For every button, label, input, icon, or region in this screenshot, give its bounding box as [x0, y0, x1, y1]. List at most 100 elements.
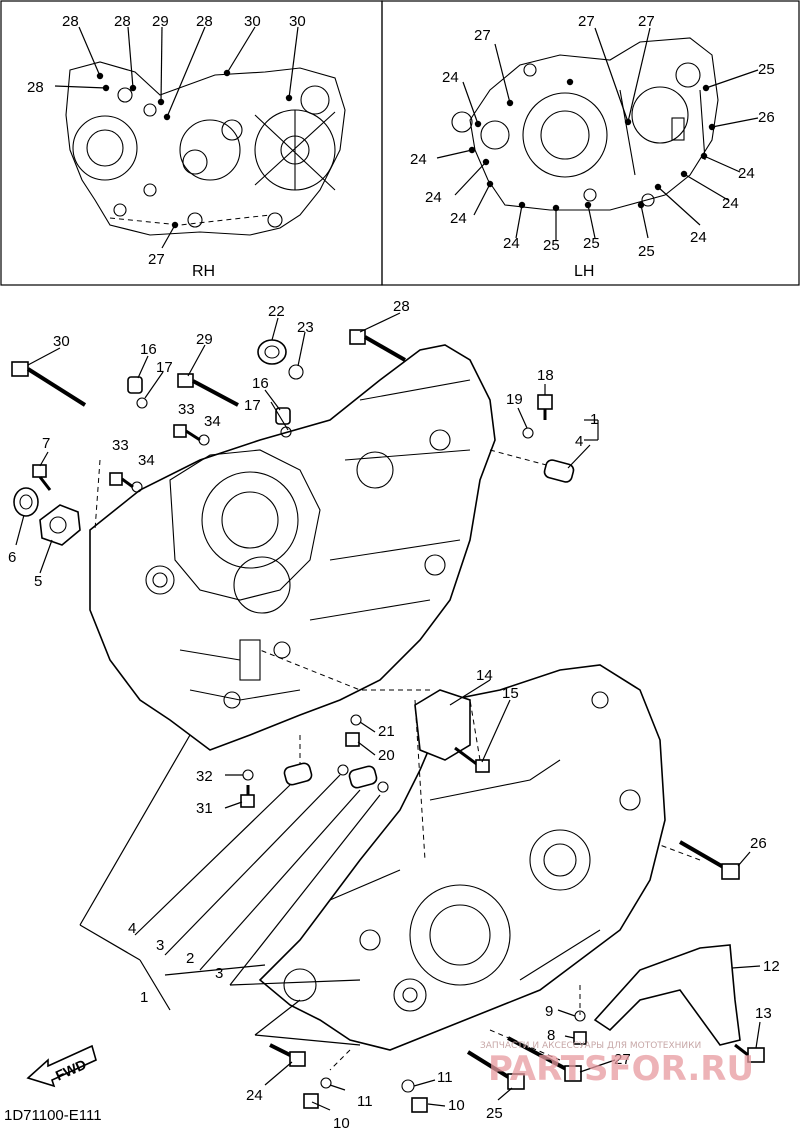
callout-34-lower: 34 — [138, 452, 155, 469]
lh-callout-24h: 24 — [738, 165, 755, 182]
callout-23: 23 — [297, 319, 314, 336]
washer-34-lower — [131, 481, 143, 493]
lh-callout-24g: 24 — [722, 195, 739, 212]
callout-34-upper: 34 — [204, 413, 221, 430]
callout-28: 28 — [393, 298, 410, 315]
rh-callout-27: 27 — [148, 251, 165, 268]
lh-callout-24f: 24 — [690, 229, 707, 246]
crankcase-rh-half — [89, 344, 496, 751]
callout-29: 29 — [196, 331, 213, 348]
rh-bearing-ring — [72, 115, 138, 181]
callout-11-left: 11 — [357, 1093, 373, 1110]
callout-1-lower: 1 — [140, 989, 148, 1006]
lh-crank-bore — [409, 884, 511, 986]
washer-11-right — [401, 1079, 415, 1093]
callout-31: 31 — [196, 800, 213, 817]
fwd-label: FWD — [53, 1056, 89, 1084]
callout-25: 25 — [486, 1105, 503, 1122]
o-ring-3 — [377, 781, 389, 793]
callout-19: 19 — [506, 391, 523, 408]
drain-bolt-10-right — [411, 1097, 428, 1113]
callout-24: 24 — [246, 1087, 263, 1104]
bolt-29 — [177, 373, 239, 407]
bolt-30 — [11, 361, 87, 407]
watermark-logo: PARTSFOR.RU — [488, 1049, 754, 1089]
lh-callout-25a: 25 — [758, 61, 775, 78]
bolt-15 — [454, 746, 490, 773]
bolt-26 — [678, 840, 740, 880]
callout-1-top: 1 — [590, 411, 598, 428]
rh-callout-29: 29 — [152, 13, 169, 30]
rh-callout-30b: 30 — [289, 13, 306, 30]
inset-rh-frame — [0, 0, 383, 286]
inset-lh: 27 27 27 25 26 24 24 24 24 24 24 24 24 2… — [381, 0, 800, 286]
washer-19 — [522, 427, 534, 439]
callout-20: 20 — [378, 747, 395, 764]
callout-18: 18 — [537, 367, 554, 384]
callout-26: 26 — [750, 835, 767, 852]
rh-leaders — [54, 26, 299, 249]
forward-arrow-icon: FWD — [26, 1044, 97, 1088]
washer-32 — [242, 769, 254, 781]
rh-bolt-dots — [96, 69, 293, 229]
lh-bolt-dots — [468, 78, 716, 212]
rh-center-bore — [179, 119, 241, 181]
callout-33-upper: 33 — [178, 401, 195, 418]
cover-12 — [593, 944, 741, 1046]
callout-9: 9 — [545, 1003, 553, 1020]
rh-case-outline — [65, 61, 346, 236]
lh-callout-24e: 24 — [503, 235, 520, 252]
retainer-5 — [39, 504, 81, 546]
rh-cylinder-mount — [169, 449, 321, 601]
dowel-pin-3 — [348, 765, 378, 789]
bolt-31 — [240, 785, 255, 808]
callout-13: 13 — [755, 1005, 772, 1022]
oil-seal-6 — [13, 487, 39, 517]
bolt-28 — [349, 329, 406, 362]
lh-callout-25b: 25 — [543, 237, 560, 254]
lh-callout-24c: 24 — [425, 189, 442, 206]
oil-seal-22 — [257, 339, 287, 365]
plug-18 — [537, 394, 553, 420]
callout-32: 32 — [196, 768, 213, 785]
rh-callout-28b: 28 — [114, 13, 131, 30]
lh-callout-24d: 24 — [450, 210, 467, 227]
callout-21: 21 — [378, 723, 395, 740]
lh-callout-24a: 24 — [442, 69, 459, 86]
rh-callout-30a: 30 — [244, 13, 261, 30]
callout-27: 27 — [614, 1051, 631, 1068]
callout-17-left: 17 — [156, 359, 173, 376]
crankcase-lh-half — [258, 664, 666, 1051]
callout-10-right: 10 — [448, 1097, 465, 1114]
callout-4-lower: 4 — [128, 920, 136, 937]
diagram-code: 1D71100-E111 — [4, 1107, 102, 1124]
bolt-27 — [507, 1036, 582, 1082]
callout-14: 14 — [476, 667, 493, 684]
inset-lh-frame — [381, 0, 800, 286]
lh-callout-27c: 27 — [638, 13, 655, 30]
rh-callout-28c: 28 — [196, 13, 213, 30]
rh-callout-28a: 28 — [62, 13, 79, 30]
lh-callout-25c: 25 — [583, 235, 600, 252]
lh-main-bore — [522, 92, 608, 178]
callout-17-mid: 17 — [244, 397, 261, 414]
plug-16-upper — [275, 407, 292, 438]
lh-callout-24b: 24 — [410, 151, 427, 168]
callout-7: 7 — [42, 435, 50, 452]
lh-leaders — [436, 27, 759, 240]
callout-22: 22 — [268, 303, 285, 320]
callout-33-lower: 33 — [112, 437, 129, 454]
washer-21 — [350, 714, 362, 726]
callout-30: 30 — [53, 333, 70, 350]
lh-output-bore — [631, 86, 689, 144]
watermark-tagline: ЗАПЧАСТИ И АКСЕССУАРЫ ДЛЯ МОТОТЕХНИКИ — [480, 1041, 701, 1051]
inset-rh: 28 28 29 28 30 30 28 27 RH — [0, 0, 383, 286]
lh-title: LH — [574, 263, 594, 280]
bolt-7 — [32, 464, 52, 491]
callout-3-a: 3 — [156, 937, 164, 954]
drain-bolt-10-left — [303, 1093, 319, 1109]
washer-11-left — [320, 1077, 332, 1089]
callout-16-left: 16 — [140, 341, 157, 358]
watermark: ЗАПЧАСТИ И АКСЕССУАРЫ ДЛЯ МОТОТЕХНИКИ PA… — [480, 1041, 754, 1089]
